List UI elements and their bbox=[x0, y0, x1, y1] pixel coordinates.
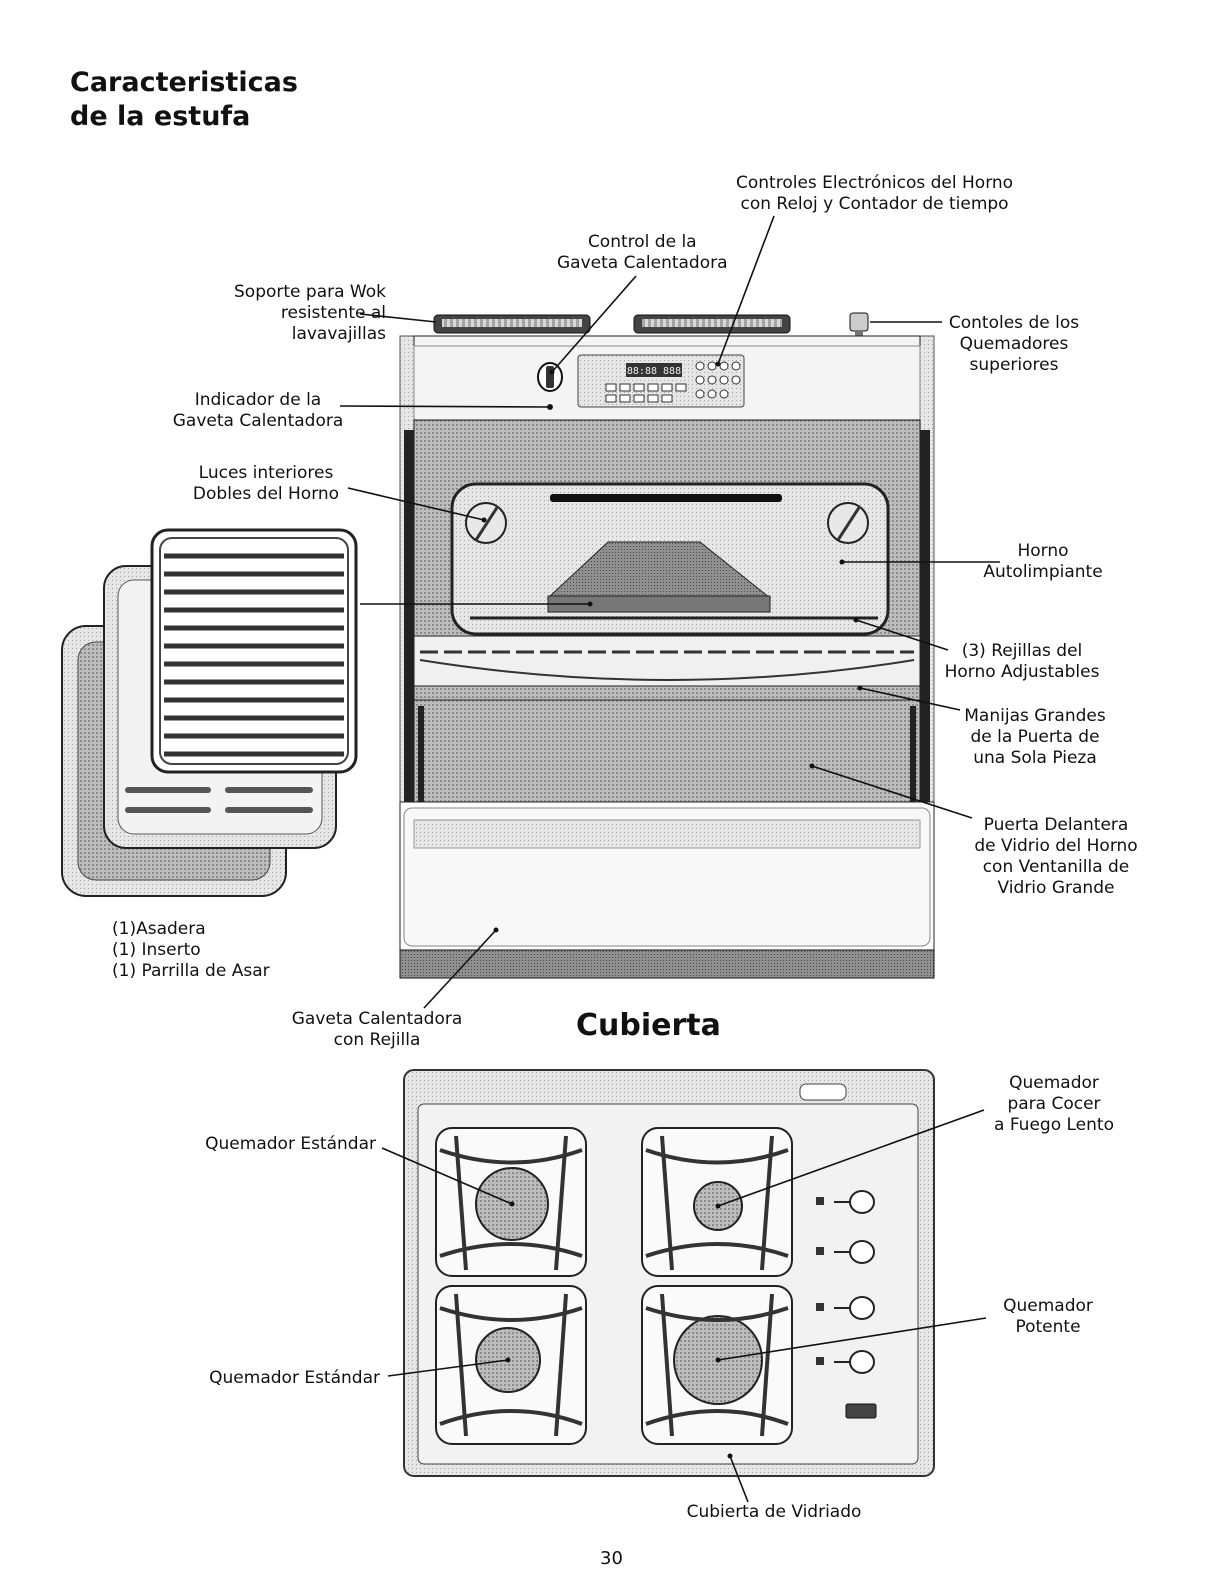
label-broiler-set: (1)Asadera (1) Inserto (1) Parrilla de A… bbox=[112, 919, 270, 982]
label-line: Dobles del Horno bbox=[192, 484, 340, 504]
label-line: Potente bbox=[1015, 1317, 1081, 1337]
label-line: Gaveta Calentadora bbox=[291, 1009, 463, 1029]
label-line: Quemador Estándar bbox=[205, 1134, 376, 1154]
label-line: Puerta Delantera bbox=[983, 815, 1129, 835]
label-line: Horno Adjustables bbox=[944, 662, 1100, 682]
label-line: Luces interiores bbox=[198, 463, 334, 483]
broiler-set bbox=[61, 528, 358, 897]
label-oven-lights: Luces interiores Dobles del Horno bbox=[186, 463, 346, 505]
cooktop-knobs bbox=[849, 1190, 875, 1374]
label-line: Indicador de la bbox=[194, 390, 322, 410]
label-line: Soporte para Wok bbox=[234, 282, 386, 302]
grate-top-right bbox=[641, 1127, 793, 1277]
grate-bottom-right bbox=[641, 1285, 793, 1445]
label-line: Quemadores bbox=[959, 334, 1069, 354]
label-line: Quemador bbox=[1003, 1296, 1093, 1316]
label-line: Manijas Grandes bbox=[964, 706, 1106, 726]
range-base bbox=[399, 949, 935, 979]
label-line: superiores bbox=[969, 355, 1059, 375]
label-line: de la Puerta de bbox=[970, 727, 1100, 747]
label-line: una Sola Pieza bbox=[973, 748, 1097, 768]
page-title-line1: Caracteristicas bbox=[70, 67, 298, 98]
label-line: (1) Parrilla de Asar bbox=[112, 961, 270, 981]
label-wok-support: Soporte para Wok resistente al lavavajil… bbox=[220, 282, 386, 345]
label-line: (3) Rejillas del bbox=[961, 641, 1083, 661]
page-title: Caracteristicas de la estufa bbox=[70, 66, 298, 134]
label-warming-drawer-control: Control de la Gaveta Calentadora bbox=[557, 232, 728, 274]
label-line: Cubierta de Vidriado bbox=[686, 1502, 862, 1522]
label-electronic-controls: Controles Electrónicos del Horno con Rel… bbox=[736, 173, 1013, 215]
label-power-burner: Quemador Potente bbox=[976, 1296, 1120, 1338]
label-line: (1) Inserto bbox=[112, 940, 201, 960]
label-line: Quemador bbox=[1009, 1073, 1099, 1093]
oven-light-right bbox=[827, 502, 869, 544]
grate-bottom-left bbox=[435, 1285, 587, 1445]
label-line: con Rejilla bbox=[333, 1030, 421, 1050]
cooktop bbox=[403, 1069, 935, 1477]
label-line: con Ventanilla de bbox=[982, 857, 1130, 877]
label-line: a Fuego Lento bbox=[994, 1115, 1114, 1135]
label-line: Gaveta Calentadora bbox=[172, 411, 344, 431]
label-door-handles: Manijas Grandes de la Puerta de una Sola… bbox=[958, 706, 1112, 769]
page-title-line2: de la estufa bbox=[70, 101, 251, 132]
surface-burner-knob bbox=[849, 312, 869, 332]
label-line: (1)Asadera bbox=[112, 919, 206, 939]
label-line: Horno bbox=[1017, 541, 1069, 561]
range: 88:88 888 bbox=[399, 312, 935, 979]
label-line: Controles Electrónicos del Horno bbox=[736, 173, 1014, 193]
label-line: para Cocer bbox=[1007, 1094, 1101, 1114]
label-self-clean-oven: Horno Autolimpiante bbox=[976, 541, 1110, 583]
label-line: Autolimpiante bbox=[983, 562, 1103, 582]
label-line: lavavajillas bbox=[291, 324, 386, 344]
clock-readout: 88:88 888 bbox=[627, 366, 681, 377]
oven-light-left bbox=[465, 502, 507, 544]
label-line: Control de la bbox=[587, 232, 697, 252]
label-glass-cooktop: Cubierta de Vidriado bbox=[676, 1502, 872, 1523]
clock-display bbox=[626, 363, 682, 377]
label-oven-racks: (3) Rejillas del Horno Adjustables bbox=[936, 641, 1108, 683]
label-standard-burner-top: Quemador Estándar bbox=[190, 1134, 376, 1155]
label-line: Vidrio Grande bbox=[997, 878, 1115, 898]
label-standard-burner-bottom: Quemador Estándar bbox=[194, 1368, 380, 1389]
label-line: de Vidrio del Horno bbox=[974, 836, 1138, 856]
cooktop-indicator bbox=[845, 1403, 877, 1419]
label-line: resistente al bbox=[280, 303, 386, 323]
label-line: Contoles de los bbox=[948, 313, 1080, 333]
leader-lines bbox=[339, 215, 1000, 1503]
label-line: Gaveta Calentadora bbox=[557, 253, 728, 273]
label-simmer-burner: Quemador para Cocer a Fuego Lento bbox=[972, 1073, 1136, 1136]
label-warming-drawer: Gaveta Calentadora con Rejilla bbox=[284, 1009, 470, 1051]
door-handle bbox=[413, 635, 921, 687]
label-line: Quemador Estándar bbox=[209, 1368, 380, 1388]
label-warming-drawer-indicator: Indicador de la Gaveta Calentadora bbox=[168, 390, 348, 432]
page-number: 30 bbox=[600, 1548, 623, 1569]
lower-door-glass bbox=[413, 699, 921, 803]
label-glass-door: Puerta Delantera de Vidrio del Horno con… bbox=[966, 815, 1146, 899]
label-surface-burner-controls: Contoles de los Quemadores superiores bbox=[944, 313, 1084, 376]
section-title-cooktop: Cubierta bbox=[576, 1008, 721, 1043]
label-line: con Reloj y Contador de tiempo bbox=[740, 194, 1009, 214]
